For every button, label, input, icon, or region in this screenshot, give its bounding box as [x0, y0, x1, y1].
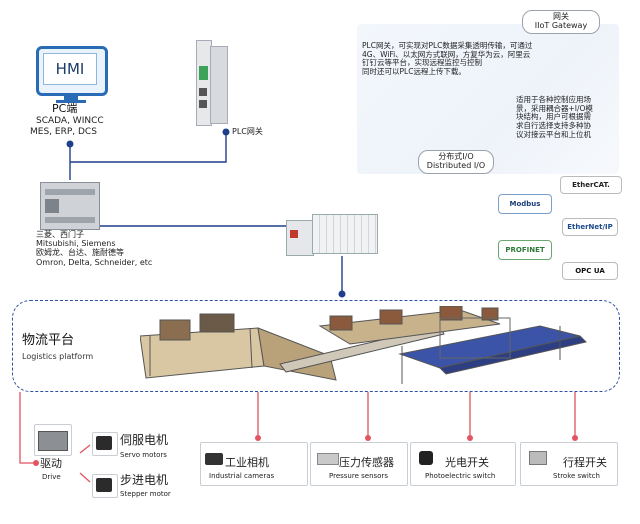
plc-gateway-label: PLC网关 — [232, 127, 263, 136]
stroke-switch-icon — [529, 451, 547, 465]
io-description: 适用于各种控制应用场 景，采用耦合器+I/O模 块结构，用户可根据需 求自行选择… — [516, 95, 593, 139]
drive-device — [34, 424, 72, 456]
industrial-camera-card: 工业相机 Industrial cameras — [200, 442, 308, 486]
stepper-motor-icon — [92, 474, 118, 498]
drive-label-en: Drive — [42, 473, 61, 481]
photoelectric-switch-icon — [419, 451, 433, 465]
hmi-screen-label: HMI — [43, 53, 97, 85]
opc-ua-logo: OPC UA — [562, 262, 618, 280]
pressure-sensor-card: 压力传感器 Pressure sensors — [310, 442, 408, 486]
node-platform — [338, 290, 346, 298]
pc-systems-2: MES, ERP, DCS — [30, 127, 97, 137]
distributed-io-device — [286, 214, 378, 256]
gateway-description: PLC网关，可实现对PLC数据采集透明传输，可通过 4G、WiFi、以太网方式联… — [362, 41, 533, 76]
stroke-label-zh: 行程开关 — [563, 456, 607, 469]
pc-systems-1: SCADA, WINCC — [36, 116, 104, 126]
camera-label-en: Industrial cameras — [209, 472, 275, 480]
iiot-gateway-badge-en: IIoT Gateway — [534, 20, 588, 30]
logistics-platform-frame — [12, 300, 620, 392]
platform-title: 物流平台 — [22, 333, 75, 348]
plc-gateway-device — [196, 40, 228, 126]
pressure-label-en: Pressure sensors — [329, 472, 388, 480]
servo-label-zh: 伺服电机 — [120, 433, 169, 447]
node-pc — [66, 140, 74, 148]
gateway-line — [70, 132, 227, 163]
production-line-illustration — [140, 306, 587, 384]
hmi-monitor: HMI — [36, 46, 108, 96]
photoelectric-switch-card: 光电开关 Photoelectric switch — [410, 442, 516, 486]
distributed-io-badge-en: Distributed I/O — [426, 160, 486, 170]
drive-label-zh: 驱动 — [40, 457, 62, 470]
stroke-label-en: Stroke switch — [553, 472, 600, 480]
ethercat-logo: EtherCAT. — [560, 176, 622, 194]
distributed-io-badge: 分布式I/O Distributed I/O — [418, 150, 494, 174]
hmi-stand — [64, 93, 78, 101]
distributed-io-badge-zh: 分布式I/O — [438, 152, 474, 161]
photoelectric-label-en: Photoelectric switch — [425, 472, 496, 480]
servo-label-en: Servo motors — [120, 451, 167, 459]
gateway-description-card — [357, 24, 619, 174]
profinet-logo: PROFINET — [498, 240, 552, 260]
plc-controller — [40, 182, 100, 230]
plc-brands: 三菱、西门子 Mitsubishi, Siemens 欧姆龙、台达、施耐德等 O… — [36, 230, 153, 267]
stepper-label-en: Stepper motor — [120, 490, 171, 498]
pc-title: PC端 — [52, 102, 78, 115]
iiot-gateway-badge-zh: 网关 — [553, 12, 569, 21]
drive-bus — [19, 392, 36, 464]
servo-motor-icon — [92, 432, 118, 456]
ethernet-ip-logo: EtherNet/IP — [562, 218, 618, 236]
camera-icon — [205, 453, 223, 465]
stroke-switch-card: 行程开关 Stroke switch — [520, 442, 618, 486]
camera-label-zh: 工业相机 — [225, 456, 269, 469]
pressure-sensor-icon — [317, 453, 339, 465]
iiot-gateway-badge: 网关 IIoT Gateway — [522, 10, 600, 34]
stepper-label-zh: 步进电机 — [120, 473, 169, 487]
photoelectric-label-zh: 光电开关 — [445, 456, 489, 469]
node-gateway — [222, 128, 230, 136]
pressure-label-zh: 压力传感器 — [339, 456, 394, 469]
platform-subtitle: Logistics platform — [22, 352, 94, 361]
modbus-logo: Modbus — [498, 194, 552, 214]
